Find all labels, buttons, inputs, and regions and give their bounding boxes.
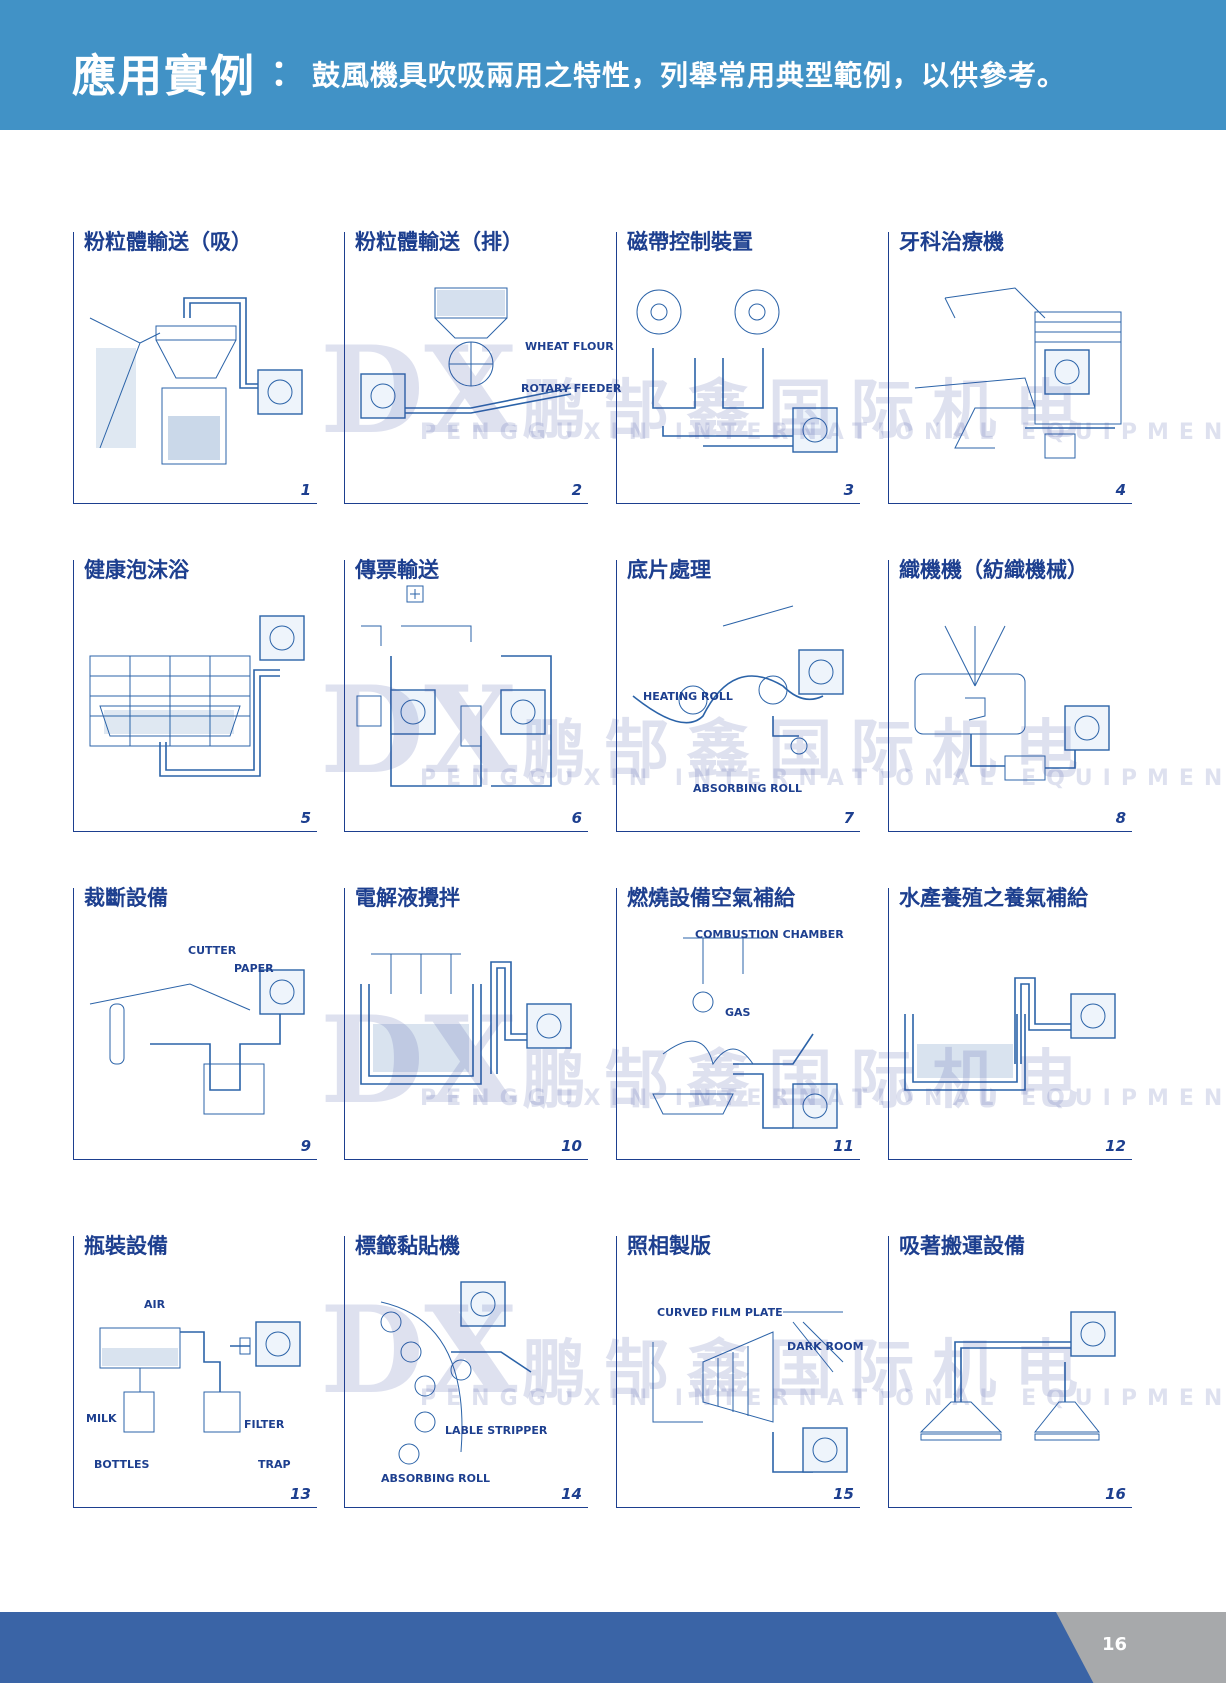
panel-2: 粉粒體輸送（排） WHEAT FLOUR ROTARY FEEDER 2 <box>344 230 621 504</box>
page-number: 16 <box>1102 1634 1128 1655</box>
panel-number: 1 <box>300 481 311 499</box>
panel-3: 磁帶控制裝置 3 <box>616 230 860 504</box>
panel-title: 磁帶控制裝置 <box>627 230 753 254</box>
panel-number: 14 <box>561 1485 582 1503</box>
diagram-textile-machine <box>914 625 1110 781</box>
panel-number: 10 <box>561 1137 582 1155</box>
panel-11: 燃燒設備空氣補給 COMBUSTION CHAMBER GAS 11 <box>616 886 860 1160</box>
label-wheat-flour: WHEAT FLOUR <box>525 340 614 353</box>
label-rotary-feeder: ROTARY FEEDER <box>521 382 622 395</box>
label-milk: MILK <box>86 1412 117 1425</box>
diagram-photo-platemaking <box>652 1311 848 1473</box>
panel-title: 燃燒設備空氣補給 <box>627 886 795 910</box>
label-absorbing-roll: ABSORBING ROLL <box>693 782 803 795</box>
panel-16: 吸著搬運設備 16 <box>888 1234 1132 1508</box>
title-colon: ： <box>270 53 307 94</box>
panel-number: 5 <box>300 809 311 827</box>
panel-number: 16 <box>1105 1485 1126 1503</box>
page-title: 應用實例 <box>72 51 256 102</box>
diagram-bottling-equipment <box>99 1321 301 1433</box>
panel-4: 牙科治療機 4 <box>888 230 1132 504</box>
label-gas: GAS <box>725 1006 751 1019</box>
panel-number: 7 <box>843 809 854 827</box>
panel-number: 2 <box>571 481 582 499</box>
panel-title: 底片處理 <box>627 558 711 582</box>
diagram-suction-conveyor <box>919 1311 1116 1441</box>
panel-title: 傳票輸送 <box>355 558 439 582</box>
panel-1: 粉粒體輸送（吸） 1 <box>73 230 317 504</box>
panel-5: 健康泡沫浴 5 <box>73 558 317 832</box>
diagram-powder-suction <box>89 297 303 465</box>
diagram-document-conveyor <box>356 585 552 787</box>
panel-number: 15 <box>833 1485 854 1503</box>
panel-10: 電解液攪拌 10 <box>344 886 588 1160</box>
diagram-film-processing <box>632 605 844 755</box>
panel-title: 電解液攪拌 <box>355 886 460 910</box>
panel-8: 織機機（紡織機械） 8 <box>888 558 1132 832</box>
header-banner: 應用實例 ： 鼓風機具吹吸兩用之特性，列舉常用典型範例，以供參考。 <box>0 0 1226 130</box>
panel-title: 粉粒體輸送（吸） <box>84 230 252 254</box>
panel-6: 傳票輸送 6 <box>344 558 588 832</box>
panel-title: 粉粒體輸送（排） <box>355 230 523 254</box>
label-air: AIR <box>144 1298 166 1311</box>
diagram-cutting-equipment <box>89 969 305 1115</box>
panel-7: 底片處理 HEATING ROLL ABSORBING ROLL 7 <box>616 558 860 832</box>
panel-number: 13 <box>290 1485 311 1503</box>
panel-13: 瓶裝設備 AIR MILK BOTTLES FILTER TRAP 13 <box>73 1234 317 1508</box>
panel-number: 12 <box>1105 1137 1126 1155</box>
panel-title: 瓶裝設備 <box>84 1234 168 1258</box>
panel-number: 4 <box>1115 481 1126 499</box>
panel-number: 8 <box>1115 809 1126 827</box>
panel-title: 織機機（紡織機械） <box>899 558 1088 582</box>
diagram-powder-discharge <box>360 287 572 419</box>
panel-title: 牙科治療機 <box>899 230 1004 254</box>
panel-title: 標籤黏貼機 <box>355 1234 460 1258</box>
panel-title: 健康泡沫浴 <box>84 558 189 582</box>
label-trap: TRAP <box>258 1458 291 1471</box>
label-dark-room: DARK ROOM <box>787 1340 864 1353</box>
panel-9: 裁斷設備 CUTTER PAPER 9 <box>73 886 317 1160</box>
panel-14: 標籤黏貼機 LABLE STRIPPER ABSORBING ROLL 14 <box>344 1234 588 1508</box>
panel-title: 裁斷設備 <box>84 886 168 910</box>
panel-number: 6 <box>571 809 582 827</box>
panel-title: 照相製版 <box>627 1234 711 1258</box>
diagram-electrolyte-stirring <box>360 953 572 1085</box>
panel-number: 3 <box>843 481 854 499</box>
panel-15: 照相製版 CURVED FILM PLATE DARK ROOM 15 <box>616 1234 864 1508</box>
diagram-foam-bath <box>89 615 305 777</box>
label-cutter: CUTTER <box>188 944 237 957</box>
label-combustion-chamber: COMBUSTION CHAMBER <box>695 928 844 941</box>
label-curved-film-plate: CURVED FILM PLATE <box>657 1306 783 1319</box>
label-heating-roll: HEATING ROLL <box>643 690 733 703</box>
diagram-tape-control <box>636 289 838 453</box>
panel-number: 9 <box>300 1137 311 1155</box>
diagram-dental-unit <box>914 287 1122 459</box>
footer-bar <box>0 1612 1226 1683</box>
label-paper: PAPER <box>234 962 274 975</box>
page-subtitle: 鼓風機具吹吸兩用之特性，列舉常用典型範例，以供參考。 <box>312 59 1067 92</box>
diagram-combustion-air-supply <box>652 937 838 1129</box>
panel-title: 水產養殖之養氣補給 <box>899 886 1088 910</box>
panel-title: 吸著搬運設備 <box>899 1234 1025 1258</box>
label-absorbing-roll: ABSORBING ROLL <box>381 1472 491 1485</box>
diagram-label-applicator <box>380 1281 532 1465</box>
diagram-aquaculture-aeration <box>904 977 1116 1091</box>
panel-12: 水產養殖之養氣補給 12 <box>888 886 1132 1160</box>
label-bottles: BOTTLES <box>94 1458 150 1471</box>
label-filter: FILTER <box>244 1418 285 1431</box>
panel-number: 11 <box>833 1137 854 1155</box>
label-lable-stripper: LABLE STRIPPER <box>445 1424 548 1437</box>
